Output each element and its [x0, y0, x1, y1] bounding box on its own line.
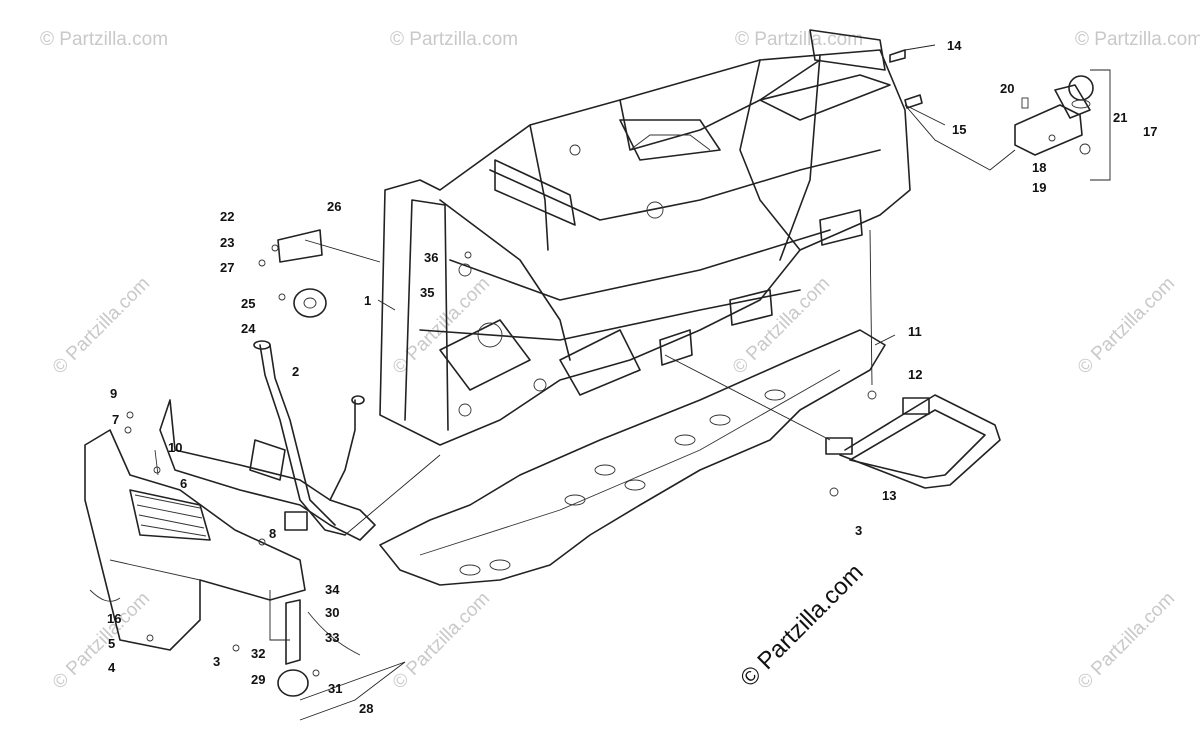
callout-22: 22: [220, 209, 234, 224]
front-bumper: [159, 340, 376, 541]
callout-1: 1: [364, 293, 371, 308]
callout-26: 26: [327, 199, 341, 214]
hitch-bracket: [1014, 75, 1094, 156]
watermarks: © Partzilla.com © Partzilla.com © Partzi…: [40, 29, 1200, 694]
callout-14: 14: [947, 38, 962, 53]
callout-10: 10: [168, 440, 182, 455]
callout-7: 7: [112, 412, 119, 427]
callout-11: 11: [908, 324, 922, 339]
callout-34: 34: [325, 582, 340, 597]
callout-9: 9: [110, 386, 117, 401]
skid-plate: [379, 329, 886, 586]
callout-18: 18: [1032, 160, 1046, 175]
callout-21: 21: [1113, 110, 1127, 125]
watermark: © Partzilla.com: [1074, 588, 1179, 693]
callout-33: 33: [325, 630, 339, 645]
callout-19: 19: [1032, 180, 1046, 195]
watermark: © Partzilla.com: [390, 29, 518, 50]
watermark: © Partzilla.com: [1074, 273, 1179, 378]
callout-4: 4: [108, 660, 116, 675]
driving-lamp: [277, 599, 361, 697]
callout-24: 24: [241, 321, 256, 336]
callout-6: 6: [180, 476, 187, 491]
watermark: © Partzilla.com: [735, 29, 863, 50]
callout-31: 31: [328, 681, 342, 696]
callout-32: 32: [251, 646, 265, 661]
watermark: © Partzilla.com: [49, 273, 154, 378]
callout-15: 15: [952, 122, 966, 137]
callout-28: 28: [359, 701, 373, 716]
callout-35: 35: [420, 285, 434, 300]
watermark: © Partzilla.com: [49, 588, 154, 693]
callout-27: 27: [220, 260, 234, 275]
watermark: © Partzilla.com: [389, 273, 494, 378]
callout-12: 12: [908, 367, 922, 382]
copyright-text: © Partzilla.com: [735, 559, 868, 692]
step-bar: [825, 394, 1001, 489]
callout-20: 20: [1000, 81, 1014, 96]
horn-assembly: [258, 229, 327, 318]
callout-25: 25: [241, 296, 255, 311]
callout-29: 29: [251, 672, 265, 687]
watermark: © Partzilla.com: [729, 273, 834, 378]
callout-3: 3: [213, 654, 220, 669]
callout-23: 23: [220, 235, 234, 250]
callout-36: 36: [424, 250, 438, 265]
callouts: 1 2 3 3 4 5 6 7 8 9 10 11 12 13 14 15 16…: [107, 38, 1157, 716]
callout-5: 5: [108, 636, 115, 651]
leader-lines: [269, 44, 1111, 721]
callout-3: 3: [855, 523, 862, 538]
callout-17: 17: [1143, 124, 1157, 139]
main-frame: [379, 29, 911, 446]
watermark: © Partzilla.com: [40, 29, 168, 50]
watermark: © Partzilla.com: [389, 588, 494, 693]
watermark: © Partzilla.com: [1075, 29, 1200, 50]
callout-16: 16: [107, 611, 121, 626]
callout-2: 2: [292, 364, 299, 379]
callout-13: 13: [882, 488, 896, 503]
callout-8: 8: [269, 526, 276, 541]
callout-30: 30: [325, 605, 339, 620]
